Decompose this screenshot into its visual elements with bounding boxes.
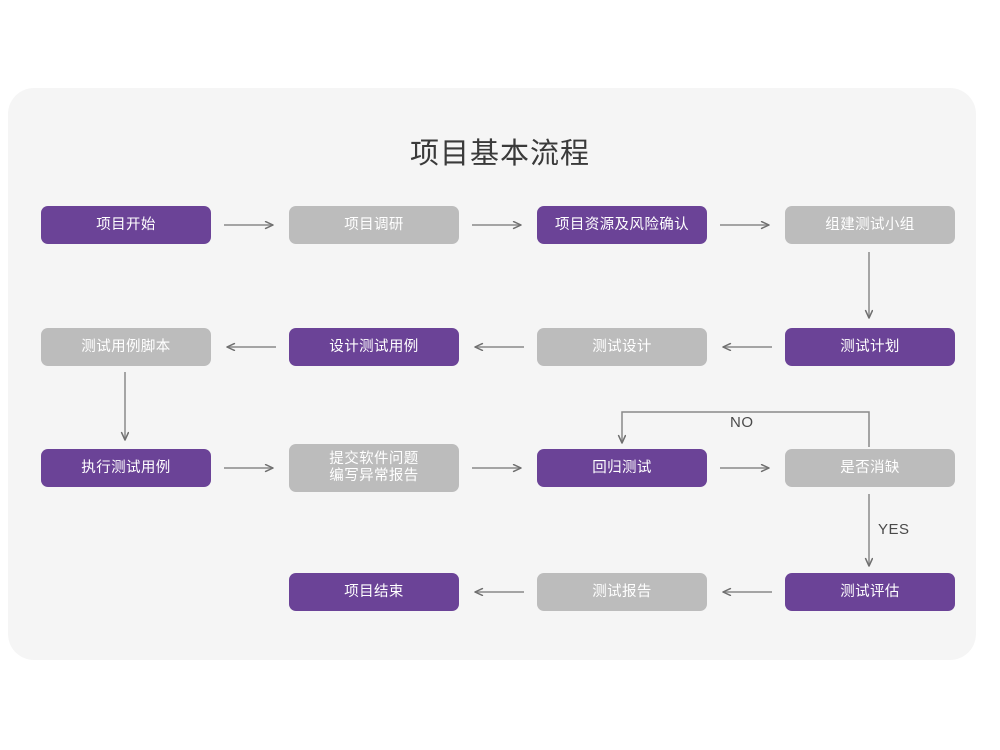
node-test-plan[interactable]: 测试计划 [785, 328, 955, 366]
node-defect-resolved[interactable]: 是否消缺 [785, 449, 955, 487]
edge-label-no: NO [730, 414, 754, 431]
node-test-report[interactable]: 测试报告 [537, 573, 707, 611]
node-test-design[interactable]: 测试设计 [537, 328, 707, 366]
node-submit-defect-report[interactable]: 提交软件问题 编写异常报告 [289, 444, 459, 492]
edge-label-yes: YES [878, 521, 910, 538]
flowchart-card [8, 88, 976, 660]
node-project-end[interactable]: 项目结束 [289, 573, 459, 611]
node-build-test-team[interactable]: 组建测试小组 [785, 206, 955, 244]
node-design-test-case[interactable]: 设计测试用例 [289, 328, 459, 366]
node-execute-test-case[interactable]: 执行测试用例 [41, 449, 211, 487]
node-project-research[interactable]: 项目调研 [289, 206, 459, 244]
node-regression-test[interactable]: 回归测试 [537, 449, 707, 487]
node-test-evaluation[interactable]: 测试评估 [785, 573, 955, 611]
node-resource-risk[interactable]: 项目资源及风险确认 [537, 206, 707, 244]
node-test-case-script[interactable]: 测试用例脚本 [41, 328, 211, 366]
page-title: 项目基本流程 [409, 138, 590, 170]
node-project-start[interactable]: 项目开始 [41, 206, 211, 244]
